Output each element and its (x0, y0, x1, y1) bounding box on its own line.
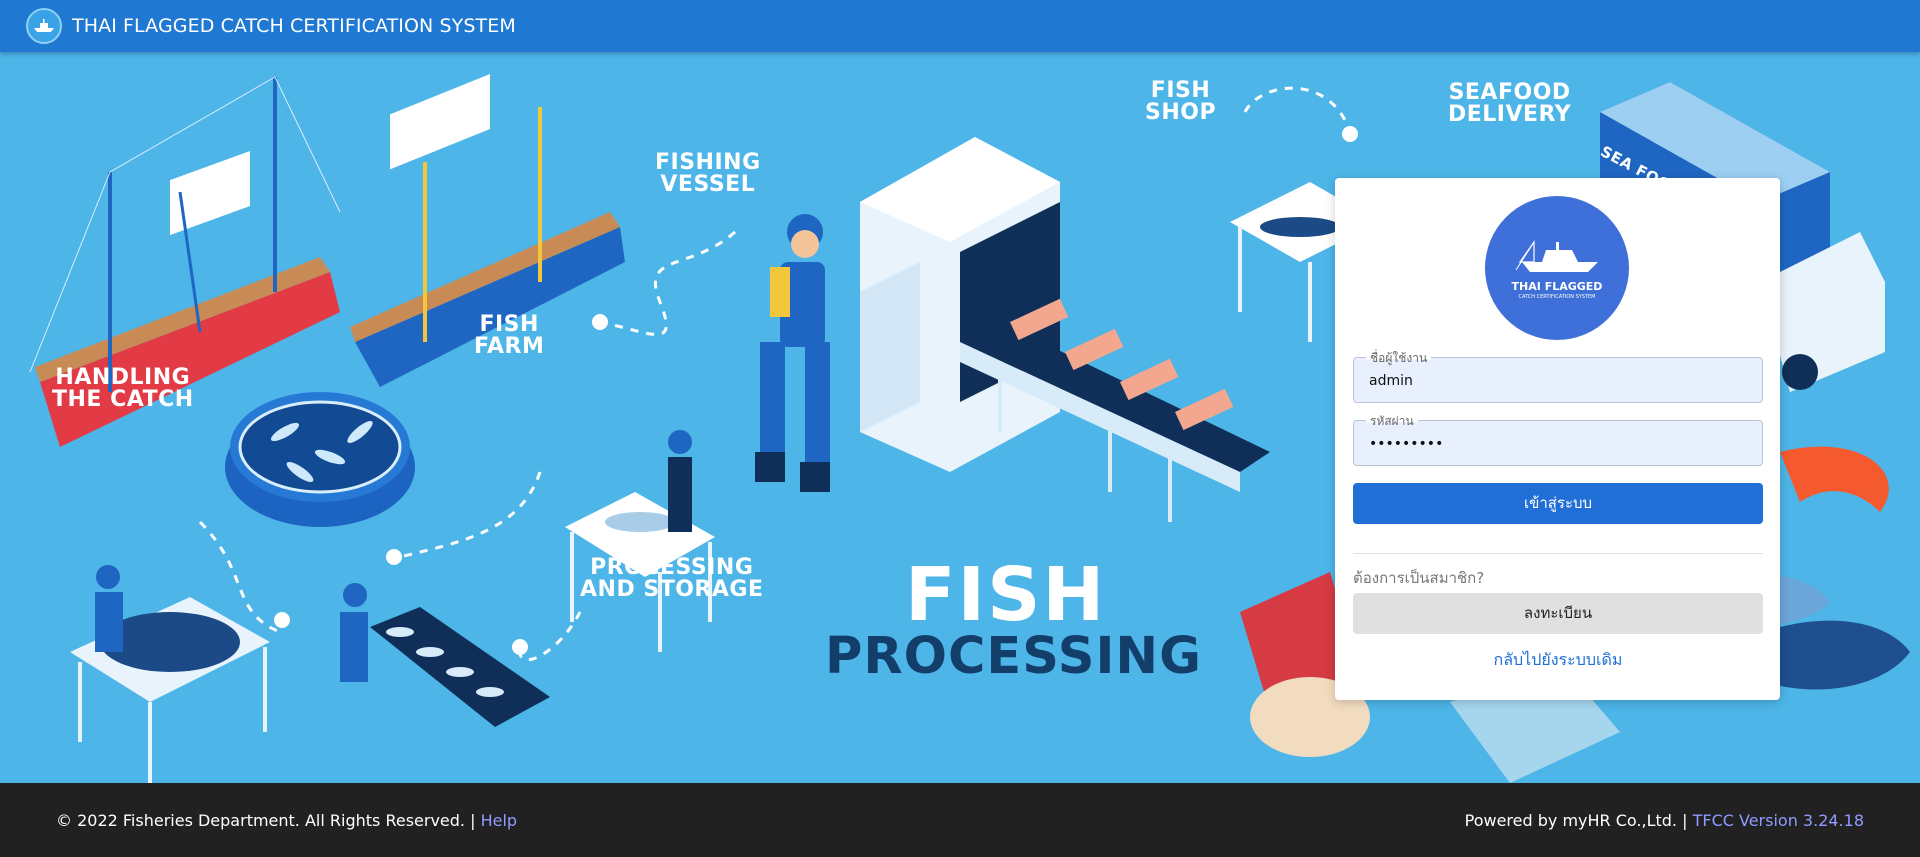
version-link[interactable]: TFCC Version 3.24.18 (1692, 810, 1864, 830)
logo-title: THAI FLAGGED (1511, 280, 1603, 293)
cutting-table (565, 430, 715, 652)
register-button[interactable]: ลงทะเบียน (1353, 593, 1763, 634)
fish-boat-icon (1515, 240, 1598, 272)
password-field[interactable]: รหัสผ่าน ••••••••• (1353, 412, 1763, 466)
copyright-text: © 2022 Fisheries Department. All Rights … (56, 810, 476, 830)
fishing-boat-large (29, 76, 341, 447)
powered-by-text: Powered by myHR Co.,Ltd. | (1464, 810, 1688, 830)
help-link[interactable]: Help (480, 810, 518, 830)
back-to-old-system-link[interactable]: กลับไปยังระบบเดิม (1493, 650, 1623, 669)
member-question: ต้องการเป็นสมาชิก? (1353, 569, 1485, 587)
login-button[interactable]: เข้าสู่ระบบ (1353, 483, 1763, 524)
hero-title-processing: PROCESSING (825, 627, 1202, 686)
handling-catch-table (70, 565, 270, 783)
fish-boat-logo-icon[interactable] (26, 8, 62, 44)
app-header: THAI FLAGGED CATCH CERTIFICATION SYSTEM (0, 0, 1920, 52)
footer-right: Powered by myHR Co.,Ltd. | TFCC Version … (1465, 811, 1864, 830)
username-label: ชื่อผู้ใช้งาน (1366, 349, 1432, 368)
username-field[interactable]: ชื่อผู้ใช้งาน admin (1353, 349, 1763, 403)
divider (1353, 553, 1763, 554)
logo-subtitle: CATCH CERTIFICATION SYSTEM (1518, 294, 1596, 300)
fishing-boat-small (350, 74, 625, 387)
app-title: THAI FLAGGED CATCH CERTIFICATION SYSTEM (72, 15, 516, 37)
fish-farm-pool (225, 392, 415, 527)
hero-title-fish: FISH (905, 552, 1107, 638)
footer: © 2022 Fisheries Department. All Rights … (0, 783, 1920, 857)
small-conveyor (340, 583, 550, 727)
password-label: รหัสผ่าน (1366, 412, 1418, 431)
card-logo: THAI FLAGGED CATCH CERTIFICATION SYSTEM (1485, 196, 1629, 340)
password-input[interactable]: ••••••••• (1369, 436, 1444, 452)
username-input[interactable]: admin (1369, 373, 1413, 389)
processing-machine (860, 137, 1270, 522)
login-card: THAI FLAGGED CATCH CERTIFICATION SYSTEM … (1335, 178, 1780, 700)
footer-left: © 2022 Fisheries Department. All Rights … (56, 811, 517, 830)
worker-machine-operator (755, 214, 830, 492)
